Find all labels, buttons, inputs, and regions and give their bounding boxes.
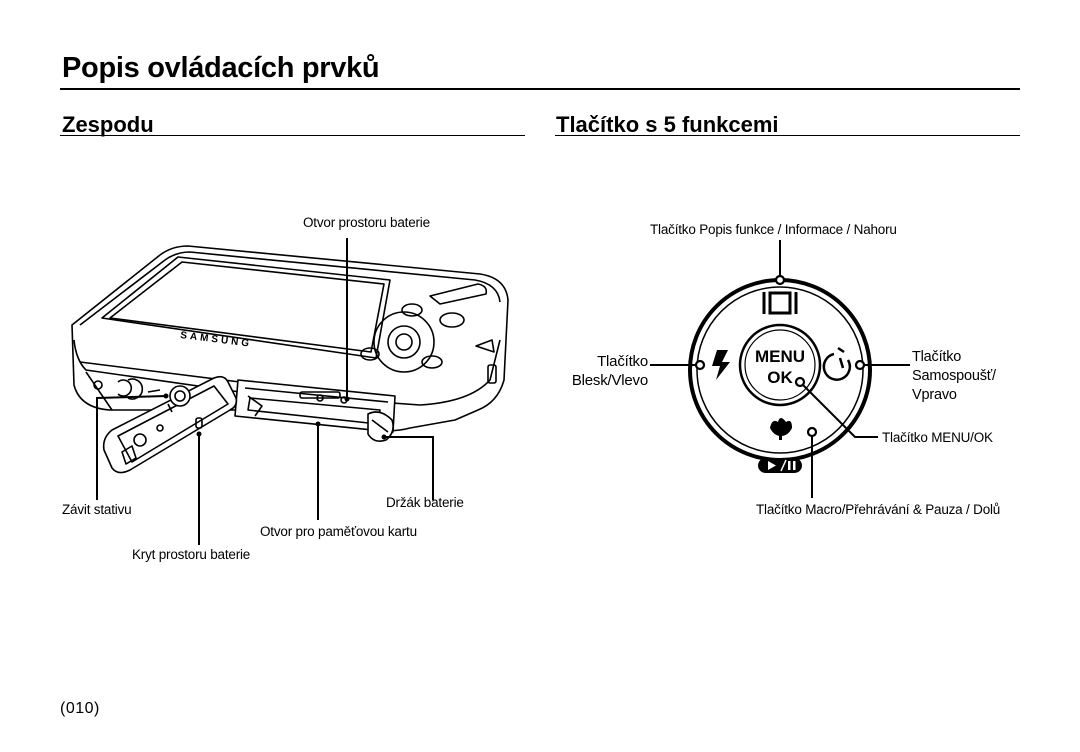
flash-icon <box>712 350 730 380</box>
section-heading-bottom: Zespodu <box>62 112 154 137</box>
label-right-button: Tlačítko Samospoušť/ Vpravo <box>912 348 996 405</box>
section-heading-5way: Tlačítko s 5 funkcemi <box>556 112 779 137</box>
label-left-line1: Tlačítko <box>597 353 648 370</box>
label-up-button: Tlačítko Popis funkce / Informace / Naho… <box>650 222 897 237</box>
leader-tripod <box>96 395 167 500</box>
title-rule <box>60 88 1020 90</box>
label-battery-holder: Držák baterie <box>386 495 464 510</box>
label-left-line2: Blesk/Vlevo <box>571 372 648 389</box>
section-rule-right <box>555 135 1020 136</box>
label-card-slot: Otvor pro paměťovou kartu <box>260 524 417 539</box>
page-number-value: 010 <box>65 700 95 717</box>
macro-icon <box>770 418 792 440</box>
display-icon <box>762 291 798 315</box>
label-battery-slot: Otvor prostoru baterie <box>303 215 430 230</box>
label-left-button: Tlačítko Blesk/Vlevo <box>550 352 648 390</box>
label-right-line3: Vpravo <box>912 387 957 403</box>
label-right-line2: Samospoušť/ <box>912 368 996 384</box>
ok-text: OK <box>767 368 793 387</box>
label-menu-ok-button: Tlačítko MENU/OK <box>882 430 993 445</box>
section-rule-left <box>60 135 525 136</box>
self-timer-icon <box>822 346 852 381</box>
label-right-line1: Tlačítko <box>912 349 962 365</box>
label-tripod: Závit stativu <box>62 502 132 517</box>
page-title: Popis ovládacích prvků <box>62 52 380 84</box>
page-number: (010) <box>60 700 100 717</box>
menu-text: MENU <box>755 347 805 366</box>
label-down-button: Tlačítko Macro/Přehrávání & Pauza / Dolů <box>756 502 1001 517</box>
play-pause-icon <box>758 458 802 473</box>
label-battery-cover: Kryt prostoru baterie <box>132 547 251 562</box>
leader-menu-ok <box>799 381 878 438</box>
leader-holder <box>384 436 434 500</box>
